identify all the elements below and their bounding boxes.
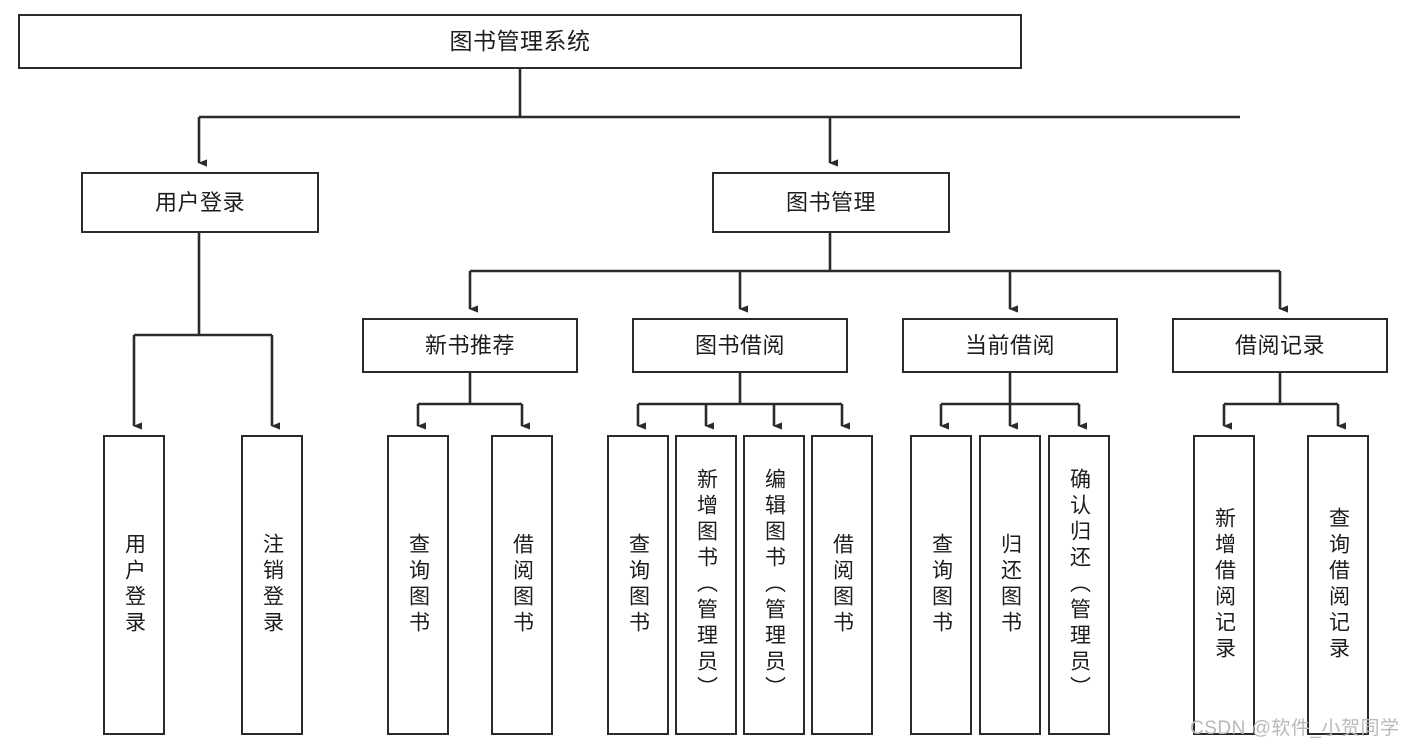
- node-root-system[interactable]: 图书管理系统: [18, 14, 1022, 69]
- node-user-login[interactable]: 用户登录: [81, 172, 319, 233]
- node-label: 查询图书: [626, 533, 650, 637]
- node-current-borrow[interactable]: 当前借阅: [902, 318, 1118, 373]
- node-label: 用户登录: [122, 533, 146, 637]
- leaf-current-return-book[interactable]: 归还图书: [979, 435, 1041, 735]
- node-label: 查询图书: [406, 533, 430, 637]
- leaf-current-confirm-return-admin[interactable]: 确认归还（管理员）: [1048, 435, 1110, 735]
- node-label: 新书推荐: [424, 332, 515, 358]
- node-label: 图书借阅: [694, 332, 785, 358]
- node-label: 编辑图书（管理员）: [762, 468, 786, 702]
- leaf-new-book-query[interactable]: 查询图书: [387, 435, 449, 735]
- node-label: 借阅图书: [510, 533, 534, 637]
- leaf-record-query-record[interactable]: 查询借阅记录: [1307, 435, 1369, 735]
- node-book-borrow[interactable]: 图书借阅: [632, 318, 848, 373]
- leaf-current-query-book[interactable]: 查询图书: [910, 435, 972, 735]
- node-new-book-recommend[interactable]: 新书推荐: [362, 318, 578, 373]
- leaf-borrow-borrow-book[interactable]: 借阅图书: [811, 435, 873, 735]
- leaf-new-book-borrow[interactable]: 借阅图书: [491, 435, 553, 735]
- node-label: 当前借阅: [964, 332, 1055, 358]
- node-label: 查询借阅记录: [1326, 507, 1350, 663]
- node-label: 图书管理系统: [449, 27, 591, 54]
- leaf-borrow-query-book[interactable]: 查询图书: [607, 435, 669, 735]
- node-label: 注销登录: [260, 533, 284, 637]
- node-label: 查询图书: [929, 533, 953, 637]
- leaf-borrow-edit-book-admin[interactable]: 编辑图书（管理员）: [743, 435, 805, 735]
- node-label: 归还图书: [998, 533, 1022, 637]
- leaf-borrow-add-book-admin[interactable]: 新增图书（管理员）: [675, 435, 737, 735]
- node-label: 新增借阅记录: [1212, 507, 1236, 663]
- node-book-management[interactable]: 图书管理: [712, 172, 950, 233]
- leaf-user-login-logout[interactable]: 注销登录: [241, 435, 303, 735]
- leaf-user-login-login[interactable]: 用户登录: [103, 435, 165, 735]
- leaf-record-add-record[interactable]: 新增借阅记录: [1193, 435, 1255, 735]
- node-borrow-record[interactable]: 借阅记录: [1172, 318, 1388, 373]
- node-label: 借阅记录: [1234, 332, 1325, 358]
- node-label: 图书管理: [785, 189, 876, 215]
- node-label: 确认归还（管理员）: [1067, 468, 1091, 702]
- node-label: 新增图书（管理员）: [694, 468, 718, 702]
- node-label: 借阅图书: [830, 533, 854, 637]
- node-label: 用户登录: [154, 189, 245, 215]
